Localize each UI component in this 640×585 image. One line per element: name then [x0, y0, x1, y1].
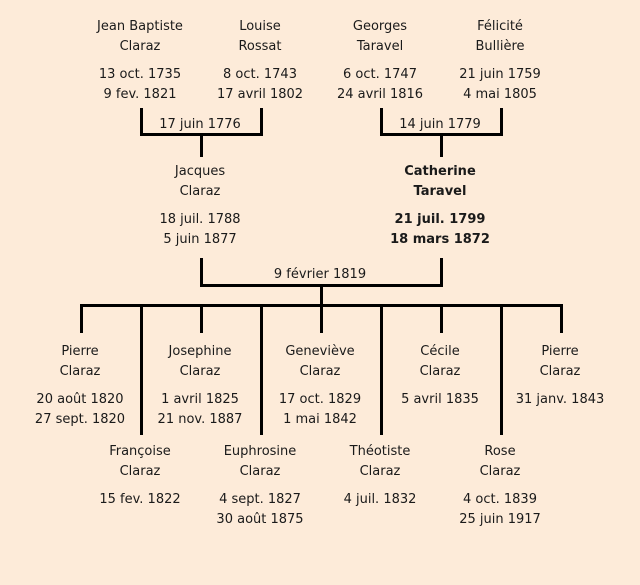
person-first-name: Cécile	[420, 344, 460, 359]
connector-line	[380, 304, 383, 435]
connector-line	[80, 304, 83, 333]
person-death-date: 27 sept. 1820	[34, 412, 126, 427]
person-birth-date: 5 avril 1835	[401, 392, 479, 407]
person-last-name: Claraz	[119, 464, 161, 479]
connector-line	[500, 304, 503, 435]
connector-line	[200, 133, 203, 157]
person-birth-date: 15 fev. 1822	[99, 492, 181, 507]
connector-line	[200, 304, 203, 333]
marriage-date: 14 juin 1779	[399, 117, 481, 132]
person-last-name: Claraz	[179, 364, 221, 379]
person-death-date: 24 avril 1816	[336, 87, 424, 102]
connector-line	[440, 304, 443, 333]
person-last-name: Rossat	[238, 39, 282, 54]
person-jacques-claraz[interactable]: Jacques Claraz 18 juil. 1788 5 juin 1877	[140, 162, 260, 250]
person-francoise-claraz[interactable]: Françoise Claraz 15 fev. 1822	[80, 442, 200, 510]
person-last-name: Claraz	[539, 364, 581, 379]
person-felicite-bulliere[interactable]: Félicité Bullière 21 juin 1759 4 mai 180…	[440, 17, 560, 105]
person-birth-date: 4 oct. 1839	[463, 492, 537, 507]
connector-line	[200, 258, 203, 287]
person-first-name: Rose	[484, 444, 516, 459]
person-last-name: Claraz	[419, 364, 461, 379]
person-birth-date: 13 oct. 1735	[98, 67, 182, 82]
person-last-name: Claraz	[299, 364, 341, 379]
person-birth-date: 8 oct. 1743	[223, 67, 297, 82]
person-birth-date: 6 oct. 1747	[343, 67, 417, 82]
person-birth-date: 1 avril 1825	[161, 392, 239, 407]
connector-line	[560, 304, 563, 333]
person-last-name: Claraz	[359, 464, 401, 479]
connector-line	[320, 304, 323, 333]
connector-line	[260, 304, 263, 435]
person-death-date: 9 fev. 1821	[103, 87, 177, 102]
person-first-name: Josephine	[168, 344, 232, 359]
person-georges-taravel[interactable]: Georges Taravel 6 oct. 1747 24 avril 181…	[320, 17, 440, 105]
person-cecile-claraz[interactable]: Cécile Claraz 5 avril 1835	[380, 342, 500, 410]
person-birth-date: 21 juil. 1799	[394, 212, 486, 227]
connector-line	[140, 304, 143, 435]
marriage-date: 9 février 1819	[273, 267, 367, 282]
connector-line	[440, 258, 443, 287]
person-death-date: 25 juin 1917	[459, 512, 541, 527]
person-first-name: Françoise	[109, 444, 171, 459]
person-josephine-claraz[interactable]: Josephine Claraz 1 avril 1825 21 nov. 18…	[140, 342, 260, 430]
connector-line	[500, 108, 503, 135]
person-birth-date: 21 juin 1759	[459, 67, 541, 82]
connector-line	[380, 108, 383, 135]
person-death-date: 5 juin 1877	[163, 232, 237, 247]
person-death-date: 21 nov. 1887	[157, 412, 243, 427]
person-last-name: Bullière	[475, 39, 525, 54]
connector-line	[440, 133, 443, 157]
person-euphrosine-claraz[interactable]: Euphrosine Claraz 4 sept. 1827 30 août 1…	[200, 442, 320, 530]
person-death-date: 1 mai 1842	[283, 412, 357, 427]
person-jean-baptiste-claraz[interactable]: Jean Baptiste Claraz 13 oct. 1735 9 fev.…	[80, 17, 200, 105]
person-rose-claraz[interactable]: Rose Claraz 4 oct. 1839 25 juin 1917	[440, 442, 560, 530]
person-birth-date: 4 sept. 1827	[219, 492, 301, 507]
person-first-name: Euphrosine	[223, 444, 297, 459]
person-last-name: Taravel	[356, 39, 404, 54]
person-last-name: Claraz	[479, 464, 521, 479]
person-death-date: 4 mai 1805	[463, 87, 537, 102]
person-birth-date: 17 oct. 1829	[278, 392, 362, 407]
person-last-name: Claraz	[119, 39, 161, 54]
person-louise-rossat[interactable]: Louise Rossat 8 oct. 1743 17 avril 1802	[200, 17, 320, 105]
person-first-name: Félicité	[477, 19, 523, 34]
person-birth-date: 4 juil. 1832	[343, 492, 417, 507]
connector-line	[320, 284, 323, 306]
person-first-name: Pierre	[61, 344, 99, 359]
person-first-name: Théotiste	[349, 444, 411, 459]
person-first-name: Georges	[352, 19, 408, 34]
person-first-name: Catherine	[404, 164, 476, 179]
person-birth-date: 31 janv. 1843	[515, 392, 605, 407]
person-death-date: 18 mars 1872	[390, 232, 490, 247]
person-last-name: Claraz	[59, 364, 101, 379]
person-last-name: Taravel	[413, 184, 467, 199]
person-death-date: 30 août 1875	[216, 512, 304, 527]
person-first-name: Geneviève	[285, 344, 355, 359]
person-theotiste-claraz[interactable]: Théotiste Claraz 4 juil. 1832	[320, 442, 440, 510]
person-first-name: Jacques	[174, 164, 226, 179]
person-catherine-taravel[interactable]: Catherine Taravel 21 juil. 1799 18 mars …	[380, 162, 500, 250]
person-first-name: Louise	[239, 19, 281, 34]
marriage-date: 17 juin 1776	[159, 117, 241, 132]
person-birth-date: 20 août 1820	[36, 392, 124, 407]
person-death-date: 17 avril 1802	[216, 87, 304, 102]
connector-line	[140, 108, 143, 135]
person-last-name: Claraz	[239, 464, 281, 479]
person-pierre-claraz-1820[interactable]: Pierre Claraz 20 août 1820 27 sept. 1820	[20, 342, 140, 430]
connector-line	[260, 108, 263, 135]
person-genevieve-claraz[interactable]: Geneviève Claraz 17 oct. 1829 1 mai 1842	[260, 342, 380, 430]
person-first-name: Pierre	[541, 344, 579, 359]
person-last-name: Claraz	[179, 184, 221, 199]
person-birth-date: 18 juil. 1788	[159, 212, 241, 227]
person-pierre-claraz-1843[interactable]: Pierre Claraz 31 janv. 1843	[500, 342, 620, 410]
person-first-name: Jean Baptiste	[97, 19, 183, 34]
